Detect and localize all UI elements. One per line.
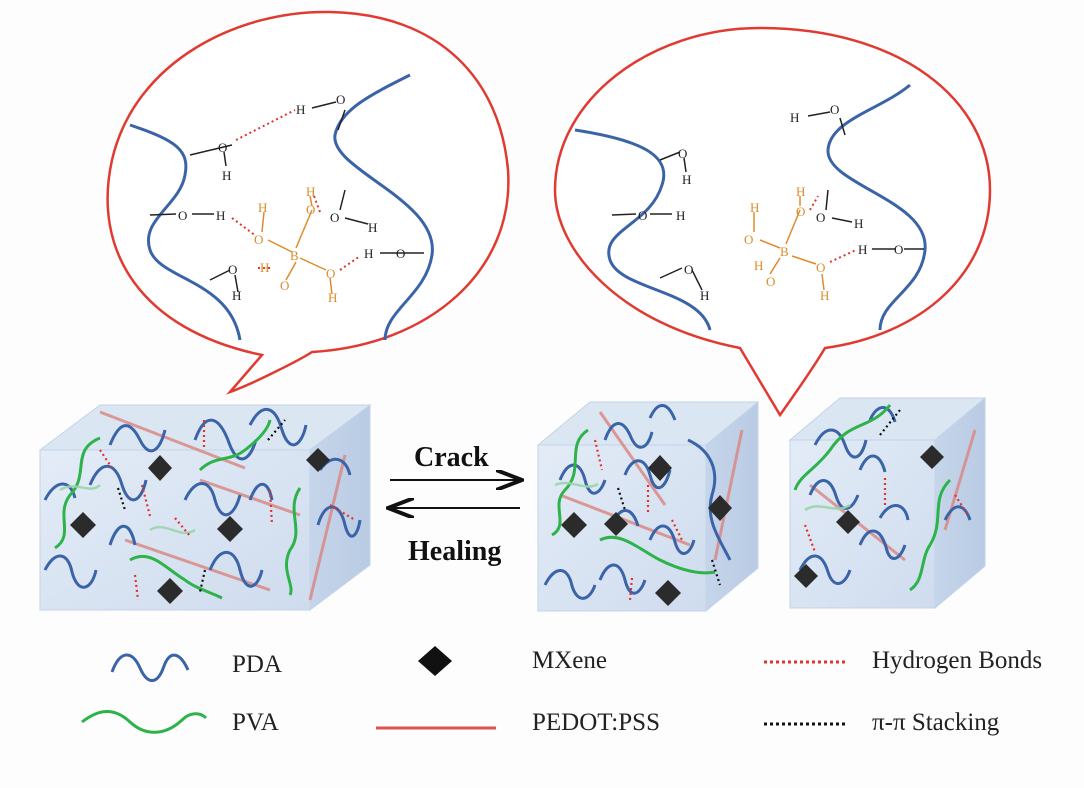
left-zoom-bubble: O H O H O H O H O H H O H O B H O O H O … xyxy=(106,10,510,395)
atom-o: O xyxy=(330,210,339,225)
atom-o: O xyxy=(816,260,825,275)
atom-h: H xyxy=(258,200,267,215)
reversible-arrows: Crack Healing xyxy=(390,442,520,567)
legend-label-pi-stacking: π-π Stacking xyxy=(872,709,1000,736)
atom-h: H xyxy=(854,216,863,231)
legend-item-pedot: PEDOT:PSS xyxy=(376,709,660,736)
atom-o: O xyxy=(396,246,405,261)
atom-h: H xyxy=(682,172,691,187)
atom-h: H xyxy=(368,220,377,235)
healing-label: Healing xyxy=(408,536,501,567)
atom-o: O xyxy=(830,102,839,117)
atom-o: O xyxy=(336,92,345,107)
atom-h: H xyxy=(260,260,269,275)
atom-o: O xyxy=(254,232,263,247)
crack-label: Crack xyxy=(414,442,489,473)
atom-o: O xyxy=(678,146,687,161)
atom-o: O xyxy=(766,274,775,289)
atom-o: O xyxy=(744,232,753,247)
atom-o: O xyxy=(178,208,187,223)
atom-h: H xyxy=(750,200,759,215)
legend-item-mxene: MXene xyxy=(418,646,607,676)
atom-o: O xyxy=(306,202,315,217)
legend-label-pva: PVA xyxy=(232,709,279,736)
atom-h: H xyxy=(222,168,231,183)
atom-o: O xyxy=(894,242,903,257)
atom-o: O xyxy=(816,210,825,225)
atom-h: H xyxy=(796,184,805,199)
atom-h: H xyxy=(676,208,685,223)
legend-item-hbonds: Hydrogen Bonds xyxy=(764,647,1042,674)
legend-item-pda: PDA xyxy=(110,651,282,682)
atom-b: B xyxy=(780,244,789,259)
atom-o: O xyxy=(638,208,647,223)
atom-b: B xyxy=(290,248,299,263)
right-zoom-bubble: H O O H O H O H O H H O H O B H O H O O … xyxy=(553,26,992,418)
atom-h: H xyxy=(328,290,337,305)
atom-h: H xyxy=(754,258,763,273)
atom-h: H xyxy=(790,110,799,125)
legend-item-pi-stacking: π-π Stacking xyxy=(764,709,1000,736)
intact-hydrogel-cube xyxy=(38,404,372,611)
atom-h: H xyxy=(306,184,315,199)
atom-o: O xyxy=(326,266,335,281)
atom-h: H xyxy=(296,102,305,117)
atom-o: O xyxy=(684,262,693,277)
green-wave-icon xyxy=(81,710,208,734)
cracked-cube-left-half xyxy=(536,400,760,613)
black-diamond-icon xyxy=(418,646,452,676)
atom-h: H xyxy=(216,208,225,223)
atom-h: H xyxy=(232,288,241,303)
atom-o: O xyxy=(280,278,289,293)
atom-o: O xyxy=(228,262,237,277)
atom-h: H xyxy=(364,246,373,261)
legend-label-mxene: MXene xyxy=(532,647,607,674)
cracked-cube-right-half xyxy=(788,396,987,610)
legend-label-hbonds: Hydrogen Bonds xyxy=(872,647,1042,674)
atom-h: H xyxy=(820,288,829,303)
blue-wave-icon xyxy=(110,653,190,682)
atom-h: H xyxy=(858,242,867,257)
legend-item-pva: PVA xyxy=(81,709,279,736)
legend: PDA PVA MXene PEDOT:PSS Hydrogen Bonds π… xyxy=(81,646,1042,736)
atom-o: O xyxy=(218,140,227,155)
legend-label-pedot: PEDOT:PSS xyxy=(532,709,660,736)
legend-label-pda: PDA xyxy=(232,651,282,678)
atom-o: O xyxy=(796,204,805,219)
atom-h: H xyxy=(700,288,709,303)
